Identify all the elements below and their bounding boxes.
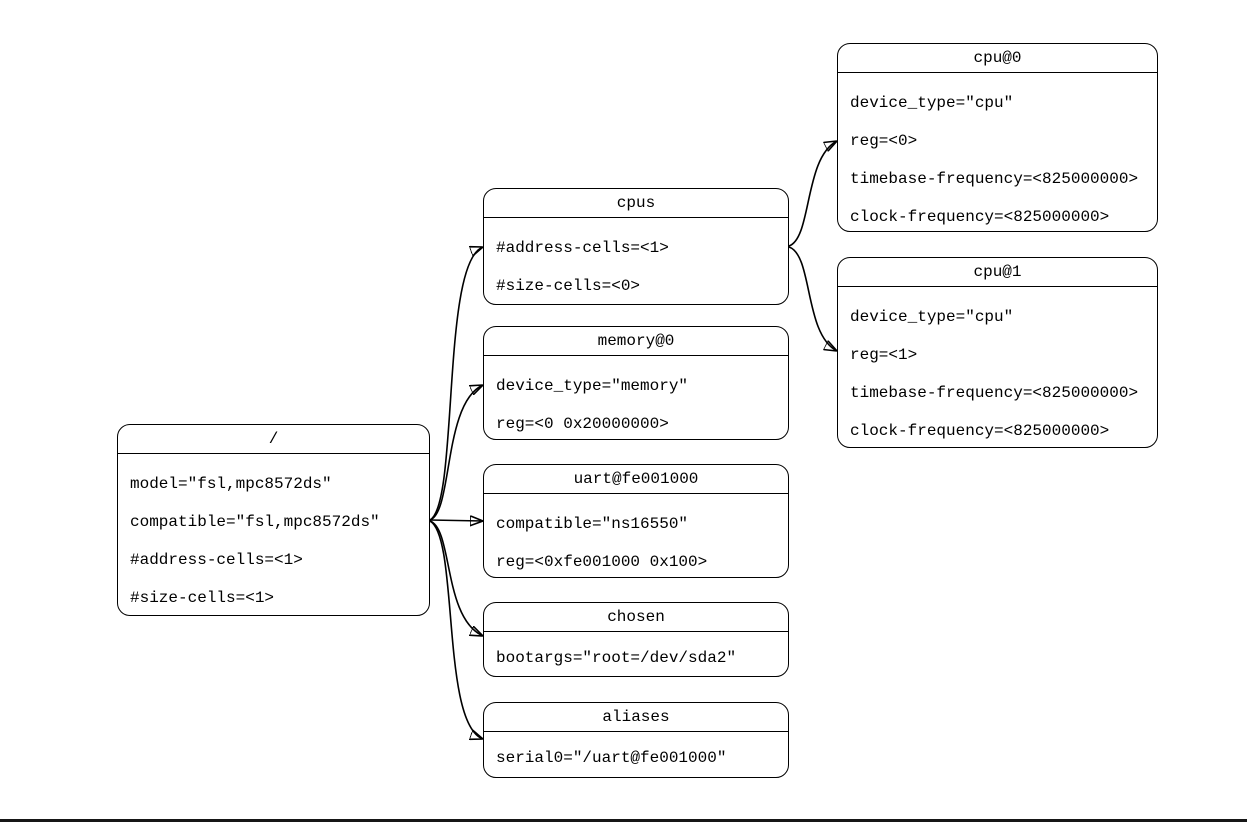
node-memory: memory@0 device_type="memory" reg=<0 0x2… <box>483 326 789 440</box>
node-cpu0: cpu@0 device_type="cpu" reg=<0> timebase… <box>837 43 1158 232</box>
node-cpu0-body: device_type="cpu" reg=<0> timebase-frequ… <box>838 73 1157 227</box>
node-root-title: / <box>118 425 429 454</box>
node-prop: device_type="memory" <box>496 377 689 395</box>
edge-cpus-to-cpu1 <box>788 246 837 351</box>
edge-root-to-uart <box>429 520 483 521</box>
node-aliases: aliases serial0="/uart@fe001000" <box>483 702 789 778</box>
node-prop: serial0="/uart@fe001000" <box>496 749 727 767</box>
node-prop: #address-cells=<1> <box>496 239 669 257</box>
node-uart-body: compatible="ns16550" reg=<0xfe001000 0x1… <box>484 494 788 572</box>
node-prop: #size-cells=<0> <box>496 277 641 295</box>
node-chosen-title: chosen <box>484 603 788 632</box>
node-memory-body: device_type="memory" reg=<0 0x20000000> <box>484 356 788 434</box>
node-memory-title: memory@0 <box>484 327 788 356</box>
node-cpus-title: cpus <box>484 189 788 218</box>
node-chosen-body: bootargs="root=/dev/sda2" <box>484 632 788 668</box>
node-prop: device_type="cpu" <box>850 308 1014 326</box>
node-prop: reg=<0> <box>850 132 918 150</box>
node-cpu1: cpu@1 device_type="cpu" reg=<1> timebase… <box>837 257 1158 448</box>
node-prop: compatible="fsl,mpc8572ds" <box>130 513 380 531</box>
edge-root-to-memory <box>429 385 483 521</box>
node-prop: reg=<0 0x20000000> <box>496 415 669 433</box>
node-prop: bootargs="root=/dev/sda2" <box>496 649 737 667</box>
node-aliases-title: aliases <box>484 703 788 732</box>
node-cpus: cpus #address-cells=<1> #size-cells=<0> <box>483 188 789 305</box>
node-cpu1-title: cpu@1 <box>838 258 1157 287</box>
node-cpu0-title: cpu@0 <box>838 44 1157 73</box>
edge-root-to-aliases <box>429 520 483 739</box>
node-prop: model="fsl,mpc8572ds" <box>130 475 332 493</box>
node-uart: uart@fe001000 compatible="ns16550" reg=<… <box>483 464 789 578</box>
node-uart-title: uart@fe001000 <box>484 465 788 494</box>
node-cpus-body: #address-cells=<1> #size-cells=<0> <box>484 218 788 296</box>
node-cpu1-body: device_type="cpu" reg=<1> timebase-frequ… <box>838 287 1157 441</box>
node-prop: #size-cells=<1> <box>130 589 275 607</box>
node-prop: clock-frequency=<825000000> <box>850 422 1110 440</box>
node-prop: timebase-frequency=<825000000> <box>850 384 1139 402</box>
edge-root-to-chosen <box>429 520 483 636</box>
node-prop: clock-frequency=<825000000> <box>850 208 1110 226</box>
page-bottom-rule <box>0 819 1247 822</box>
edge-root-to-cpus <box>429 247 483 521</box>
node-aliases-body: serial0="/uart@fe001000" <box>484 732 788 768</box>
node-root: / model="fsl,mpc8572ds" compatible="fsl,… <box>117 424 430 616</box>
edge-cpus-to-cpu0 <box>788 141 837 247</box>
node-prop: device_type="cpu" <box>850 94 1014 112</box>
node-prop: timebase-frequency=<825000000> <box>850 170 1139 188</box>
node-prop: #address-cells=<1> <box>130 551 303 569</box>
node-prop: reg=<1> <box>850 346 918 364</box>
node-chosen: chosen bootargs="root=/dev/sda2" <box>483 602 789 677</box>
node-root-body: model="fsl,mpc8572ds" compatible="fsl,mp… <box>118 454 429 608</box>
node-prop: compatible="ns16550" <box>496 515 689 533</box>
node-prop: reg=<0xfe001000 0x100> <box>496 553 708 571</box>
